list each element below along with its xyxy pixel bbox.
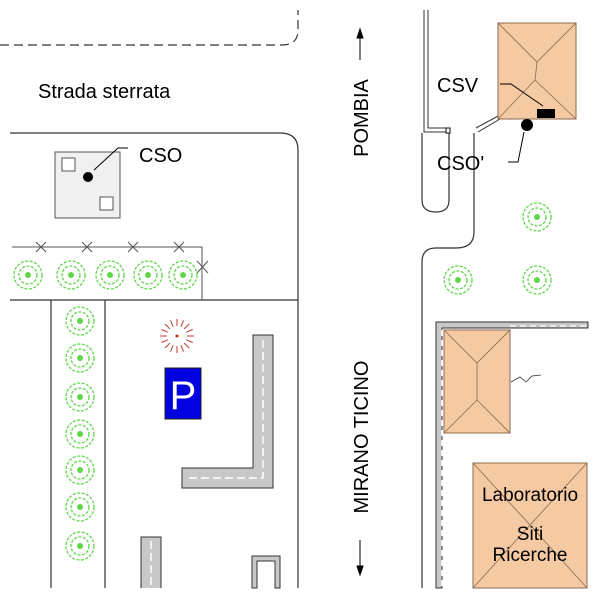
trees [13, 202, 552, 561]
l-wall [181, 334, 274, 489]
parking-sign: P [164, 367, 202, 420]
tree-icon [522, 265, 552, 295]
building-laboratory [472, 462, 588, 589]
lot-boundary [10, 132, 299, 588]
cso-point [83, 172, 93, 182]
cso-label: CSO [139, 145, 182, 167]
tree-icon [168, 260, 198, 290]
road-arrow-north [356, 27, 364, 60]
tree-icon [65, 492, 95, 522]
tree-icon [13, 260, 43, 290]
light-pole-icon [160, 319, 194, 353]
building-csv [497, 22, 577, 120]
cso-structure [54, 147, 128, 219]
tree-icon [65, 382, 95, 412]
lab-label-line2: Siti [517, 524, 543, 545]
csv-point [537, 109, 555, 118]
compound-wall [435, 321, 589, 589]
driveway [421, 10, 501, 588]
wall-stub-2 [251, 555, 281, 589]
tree-icon [65, 419, 95, 449]
tree-icon [56, 260, 86, 290]
dirt-road-edge [0, 10, 299, 46]
fence [12, 241, 209, 300]
dirt-road-label: Strada sterrata [38, 81, 171, 103]
tree-icon [522, 202, 552, 232]
csv-label: CSV [437, 75, 479, 97]
wall-stub-1 [140, 536, 162, 588]
tree-icon [65, 306, 95, 336]
tree-icon [95, 260, 125, 290]
road-arrow-south [356, 540, 364, 577]
road-label-pombia: POMBIA [351, 78, 373, 156]
road-label-mirano-ticino: MIRANO TICINO [351, 361, 373, 514]
cso-prime-leader [508, 131, 525, 163]
tree-icon [65, 531, 95, 561]
cso-prime-point [521, 119, 533, 131]
tree-icon [443, 265, 473, 295]
tree-icon [65, 455, 95, 485]
tree-icon [65, 343, 95, 373]
cso-prime-label: CSO' [437, 153, 484, 175]
building-small [443, 329, 542, 434]
lab-label-line1: Laboratorio [482, 485, 578, 506]
lab-label-line3: Ricerche [493, 545, 568, 566]
parking-sign-letter: P [170, 374, 197, 418]
tree-icon [133, 260, 163, 290]
